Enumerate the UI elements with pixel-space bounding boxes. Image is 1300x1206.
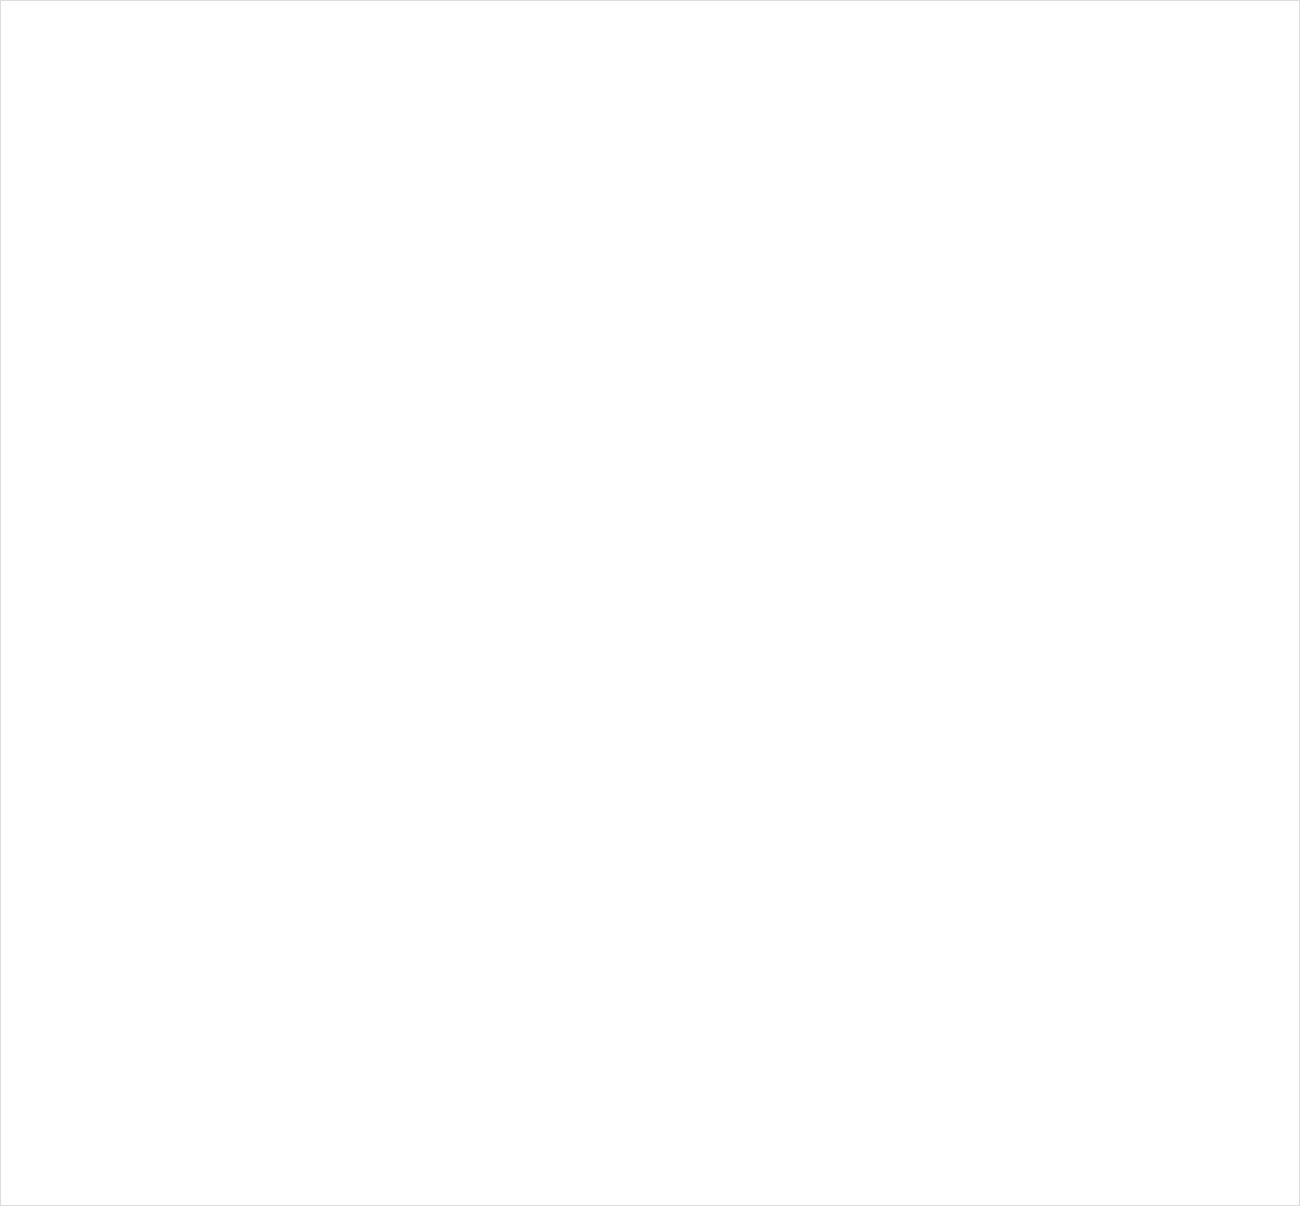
page-canvas <box>0 0 1300 1206</box>
content-area <box>1 1 1299 1205</box>
